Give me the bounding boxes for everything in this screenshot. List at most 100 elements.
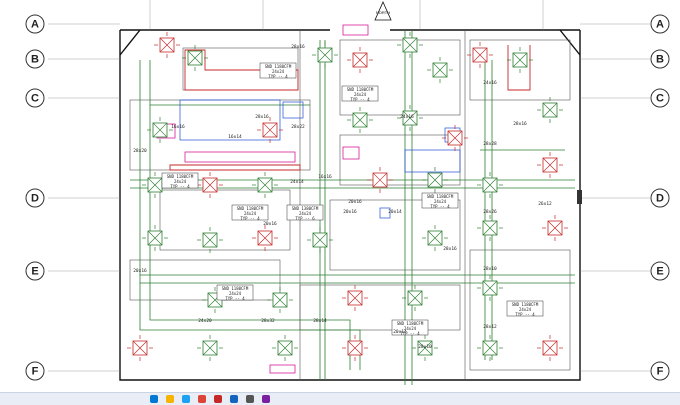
airflow-arrows xyxy=(477,275,503,301)
supply-diffuser xyxy=(187,50,203,66)
grid-bubble-b-left: B xyxy=(25,49,45,69)
equipment-tag-line2: 24x24 xyxy=(244,211,257,216)
airflow-arrows xyxy=(412,335,438,361)
supply-diffuser xyxy=(147,177,163,193)
grid-bubble-label: D xyxy=(656,193,664,205)
duct-size-label: 20x16 xyxy=(263,221,277,227)
duct-size-label: 28x16 xyxy=(443,246,457,252)
airflow-arrows xyxy=(477,335,503,361)
grid-bubble-label: B xyxy=(656,54,664,66)
airflow-arrows xyxy=(342,285,368,311)
duct-size-label: 24x20 xyxy=(198,318,212,324)
duct-size-label: 28x10 xyxy=(418,344,432,350)
supply-diffuser xyxy=(372,172,388,188)
kitchen-hood-equipment xyxy=(179,99,461,219)
settings-icon[interactable] xyxy=(246,395,254,403)
duct-size-label: 28x32 xyxy=(261,318,275,324)
grid-bubble-label: E xyxy=(656,266,663,278)
supply-diffuser xyxy=(132,340,148,356)
supply-diffuser xyxy=(427,172,443,188)
supply-duct-red xyxy=(169,45,531,171)
equipment-tag-line1: SND 1180CFM xyxy=(512,302,539,307)
airflow-arrows xyxy=(154,32,180,58)
equipment-tag-line2: 24x24 xyxy=(229,291,242,296)
grid-bubble-label: A xyxy=(656,19,664,31)
airflow-arrows xyxy=(542,215,568,241)
airflow-arrows xyxy=(537,97,563,123)
duct-size-label: 28x10 xyxy=(483,266,497,272)
duct-size-label: 20x16 xyxy=(133,268,147,274)
grid-bubble-e-left: E xyxy=(25,261,45,281)
airflow-arrows xyxy=(197,227,223,253)
grid-bubble-label: F xyxy=(32,366,39,378)
airflow-arrows xyxy=(252,172,278,198)
equipment-tag-line2: 24x24 xyxy=(354,92,367,97)
supply-diffuser xyxy=(352,52,368,68)
supply-diffuser xyxy=(542,340,558,356)
grid-bubble-label: C xyxy=(656,93,664,105)
airflow-arrows xyxy=(442,125,468,151)
airflow-arrows xyxy=(267,287,293,313)
equipment-tag-line1: SND 1180CFM xyxy=(167,174,194,179)
duct-size-label: 24x14 xyxy=(290,179,304,185)
north-label: NORTH xyxy=(376,10,390,15)
supply-diffuser xyxy=(159,37,175,53)
duct-size-label: 24x16 xyxy=(400,114,414,120)
vertical-scrollbar[interactable] xyxy=(577,190,582,204)
equipment-tag-line2: 24x24 xyxy=(174,179,187,184)
equipment-tag-line1: SND 1180CFM xyxy=(427,194,454,199)
mail-icon[interactable] xyxy=(230,395,238,403)
equipment-tag-line3: TYP -- 4 xyxy=(400,331,420,336)
edge-browser-icon[interactable] xyxy=(182,395,190,403)
equipment-tag-line2: 24x24 xyxy=(299,211,312,216)
airflow-arrows xyxy=(507,47,533,73)
supply-diffuser xyxy=(262,122,278,138)
autocad-icon[interactable] xyxy=(214,395,222,403)
airflow-arrows xyxy=(252,225,278,251)
duct-size-label: 24x16 xyxy=(483,80,497,86)
supply-diffuser xyxy=(482,177,498,193)
airflow-arrows xyxy=(347,107,373,133)
equipment-tag-line3: TYP -- 4 xyxy=(170,184,190,189)
grid-bubble-f-left: F xyxy=(25,361,45,381)
supply-diffuser xyxy=(402,110,418,126)
airflow-arrows xyxy=(257,117,283,143)
supply-diffuser xyxy=(432,62,448,78)
north-arrow: NORTH xyxy=(374,1,392,21)
duct-size-label: 28x16 xyxy=(255,114,269,120)
duct-size-label: 20x16 xyxy=(348,199,362,205)
equipment-tag-line1: SND 1180CFM xyxy=(265,64,292,69)
airflow-arrows xyxy=(142,225,168,251)
equipment-tag-line2: 24x24 xyxy=(272,69,285,74)
file-explorer-icon[interactable] xyxy=(166,395,174,403)
grid-bubble-d-left: D xyxy=(25,188,45,208)
duct-size-label: 16x14 xyxy=(228,134,242,140)
airflow-arrows xyxy=(197,335,223,361)
duct-size-label: 28x16 xyxy=(291,44,305,50)
supply-diffuser xyxy=(417,340,433,356)
airflow-arrows xyxy=(422,225,448,251)
windows-start-icon[interactable] xyxy=(150,395,158,403)
grid-bubble-c-left: C xyxy=(25,88,45,108)
supply-diffuser xyxy=(402,37,418,53)
airflow-arrows xyxy=(307,227,333,253)
supply-diffuser xyxy=(547,220,563,236)
duct-size-label: 20x14 xyxy=(388,209,402,215)
equipment-tag-line3: TYP -- 4 xyxy=(225,296,245,301)
airflow-arrows xyxy=(427,57,453,83)
airflow-arrows xyxy=(537,335,563,361)
store-icon[interactable] xyxy=(262,395,270,403)
grid-bubble-label: C xyxy=(31,93,39,105)
supply-diffuser xyxy=(427,230,443,246)
airflow-arrows xyxy=(397,32,423,58)
chrome-icon[interactable] xyxy=(198,395,206,403)
airflow-arrows xyxy=(467,42,493,68)
grid-bubble-f-right: F xyxy=(650,361,670,381)
grid-bubble-b-right: B xyxy=(650,49,670,69)
